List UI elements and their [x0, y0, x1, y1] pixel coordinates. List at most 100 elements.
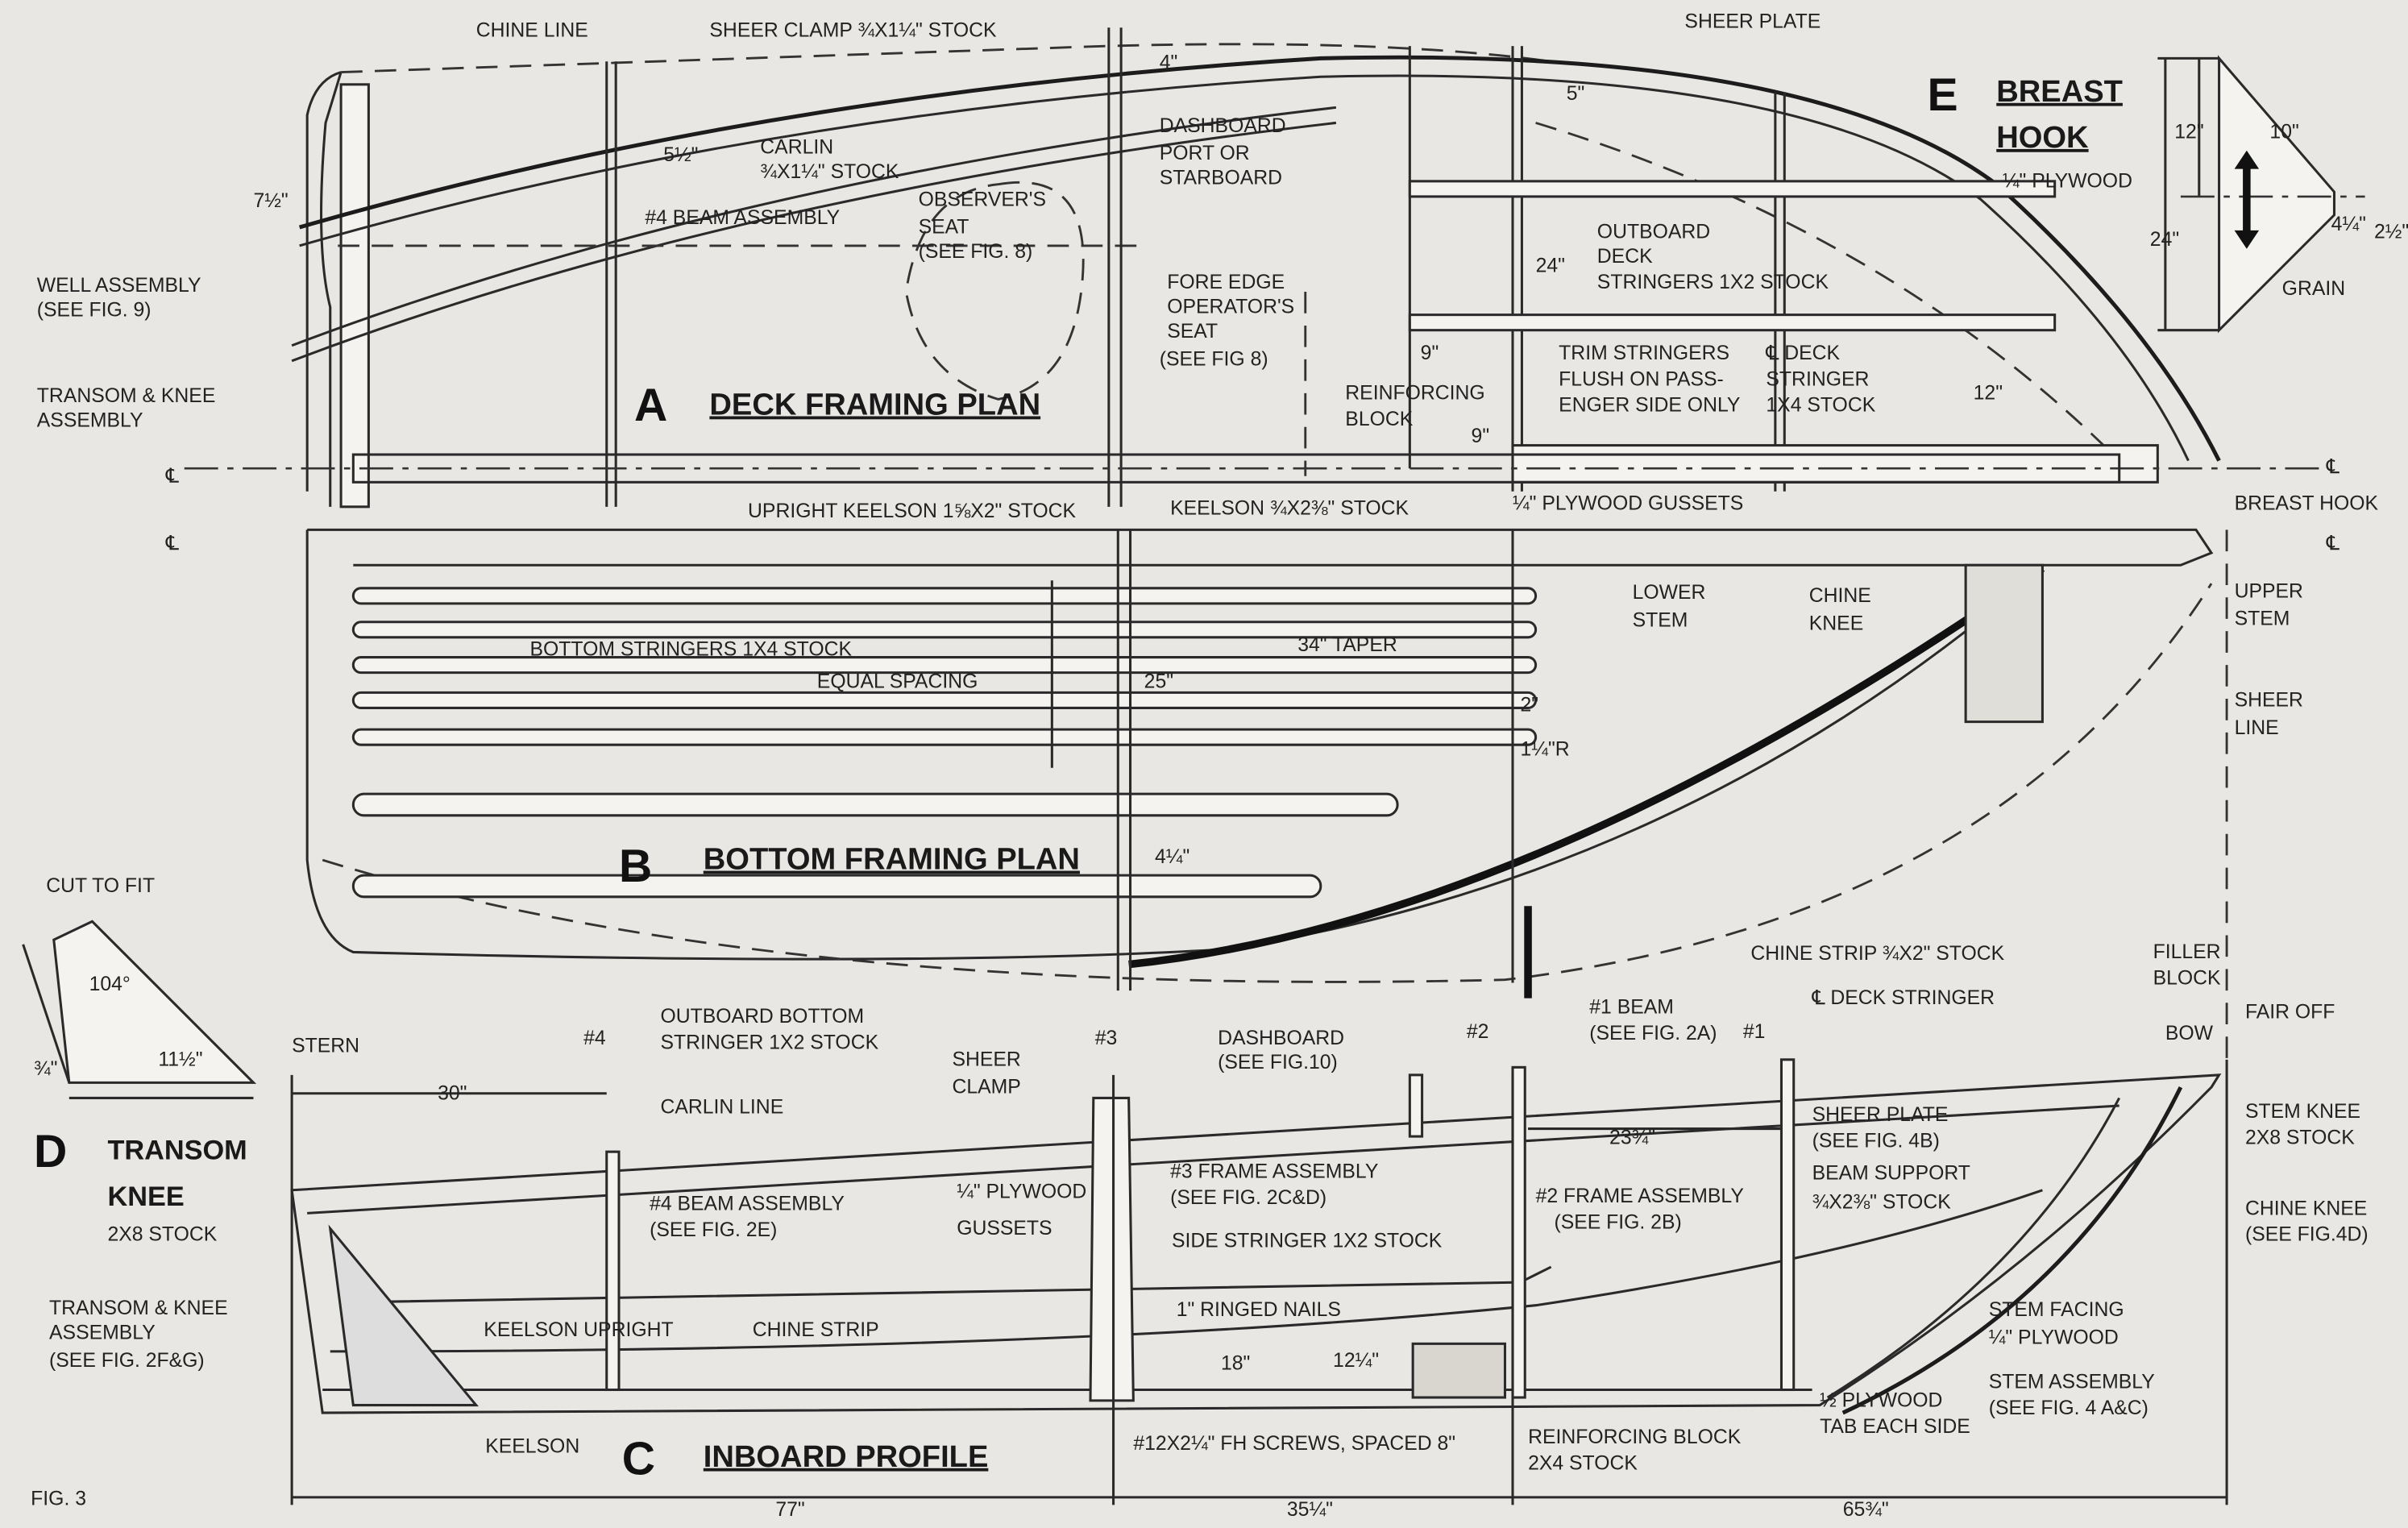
callout-label-c-labels-3: 30" [438, 1082, 467, 1104]
callout-label-c-labels-46: STEM ASSEMBLY [1989, 1372, 2155, 1393]
callout-label-e-labels-6: GRAIN [2282, 278, 2345, 300]
callout-label-a-labels-2: SHEER PLATE [1684, 10, 1821, 32]
bottom-stringers [351, 587, 1538, 899]
callout-label-a-labels-29: TRIM STRINGERS [1559, 343, 1729, 364]
callout-label-b-labels-7: LOWER [1633, 582, 1706, 604]
figure-title-a-title: DECK FRAMING PLAN [709, 388, 1040, 421]
figure-title-d-title_1: TRANSOM [107, 1136, 247, 1166]
callout-label-b-labels-15: CHINE STRIP ¾X2" STOCK [1750, 943, 2004, 965]
callout-label-c-labels-4: #4 [583, 1028, 606, 1049]
callout-label-figure-dims_overall-1: 35¼" [1287, 1499, 1333, 1521]
callout-label-d-labels-4: 11½" [158, 1048, 202, 1070]
callout-label-a-labels-35: 12" [1974, 382, 2003, 404]
callout-label-c-labels-15: ℄ DECK STRINGER [1812, 987, 1995, 1009]
figure-letter-e-letter: E [1928, 69, 1958, 121]
figure-title-d-title_2: KNEE [107, 1181, 184, 1212]
callout-label-c-labels-2: STERN [292, 1035, 359, 1057]
callout-label-e-labels-4: 4¼" [2331, 214, 2366, 235]
callout-label-a-labels-22: SEAT [1167, 321, 1218, 343]
callout-label-a-labels-37: BLOCK [1345, 409, 1413, 430]
callout-label-a-labels-45: ℄ [165, 533, 179, 554]
callout-label-c-labels-38: (SEE FIG. 2F&G) [49, 1350, 205, 1372]
callout-label-c-labels-25: CHINE KNEE [2245, 1198, 2367, 1219]
callout-label-c-labels-16: BOW [2165, 1023, 2214, 1044]
callout-label-c-labels-26: (SEE FIG.4D) [2245, 1224, 2369, 1246]
callout-label-c-labels-17: FAIR OFF [2245, 1001, 2335, 1023]
transom-knee-detail [22, 920, 257, 1099]
callout-label-a-labels-19: STARBOARD [1160, 168, 1282, 189]
figure-title-b-title: BOTTOM FRAMING PLAN [704, 843, 1080, 877]
figure-letter-a-letter: A [634, 380, 667, 431]
callout-label-b-labels-5: 1¼"R [1521, 739, 1570, 761]
callout-label-c-labels-11: DASHBOARD [1218, 1028, 1344, 1049]
callout-label-c-labels-47: (SEE FIG. 4 A&C) [1989, 1397, 2149, 1419]
callout-label-a-labels-43: ℄ [2326, 456, 2339, 478]
callout-label-a-labels-44: ℄ [165, 465, 179, 487]
callout-label-a-labels-6: 7½" [253, 190, 288, 212]
callout-label-a-labels-11: WELL ASSEMBLY [37, 275, 201, 297]
callout-label-c-labels-37: ASSEMBLY [49, 1322, 156, 1344]
callout-label-a-labels-38: 9" [1472, 426, 1490, 447]
callout-label-c-labels-14: (SEE FIG. 2A) [1589, 1023, 1717, 1044]
callout-label-c-labels-32: (SEE FIG. 2C&D) [1170, 1187, 1326, 1209]
callout-label-a-labels-15: 4" [1160, 52, 1178, 74]
figure-title-e-title_1: BREAST [1996, 75, 2123, 109]
callout-label-a-labels-46: ℄ [2326, 533, 2339, 554]
callout-label-a-labels-20: FORE EDGE [1167, 272, 1285, 293]
callout-label-a-labels-3: CARLIN [760, 137, 833, 159]
callout-label-e-labels-0: ¼" PLYWOOD [2003, 170, 2132, 192]
callout-label-a-labels-12: (SEE FIG. 9) [37, 300, 152, 322]
callout-label-b-labels-12: STEM [2235, 608, 2290, 630]
callout-label-a-labels-31: ENGER SIDE ONLY [1559, 395, 1740, 417]
callout-label-c-labels-24: 2X8 STOCK [2245, 1127, 2355, 1149]
callout-label-c-labels-30: GUSSETS [957, 1218, 1052, 1239]
callout-label-a-labels-18: PORT OR [1160, 143, 1250, 164]
callout-label-c-labels-44: STEM FACING [1989, 1299, 2124, 1321]
figure-title-e-title_2: HOOK [1996, 121, 2089, 155]
callout-label-a-labels-26: STRINGERS 1X2 STOCK [1597, 272, 1829, 293]
figure-title-c-title: INBOARD PROFILE [704, 1440, 989, 1474]
callout-label-a-labels-4: ¾X1¼" STOCK [760, 161, 899, 183]
callout-label-c-labels-36: TRANSOM & KNEE [49, 1298, 228, 1319]
callout-label-a-labels-41: ¼" PLYWOOD GUSSETS [1513, 493, 1743, 515]
callout-label-a-labels-23: (SEE FIG 8) [1160, 349, 1268, 371]
callout-label-a-labels-21: OPERATOR'S [1167, 297, 1294, 318]
callout-label-a-labels-24: OUTBOARD [1597, 221, 1710, 243]
callout-label-figure-fig_label: FIG. 3 [31, 1488, 86, 1509]
callout-label-c-labels-5: #3 [1095, 1028, 1118, 1049]
callout-label-c-labels-51: #12X2¼" FH SCREWS, SPACED 8" [1133, 1433, 1455, 1455]
callout-label-b-labels-8: STEM [1633, 609, 1688, 631]
callout-label-c-labels-19: SHEER PLATE [1812, 1104, 1949, 1126]
callout-label-c-labels-1: STRINGER 1X2 STOCK [660, 1032, 878, 1053]
bottom-framing-plan [305, 528, 2228, 1060]
callout-label-a-labels-30: FLUSH ON PASS- [1559, 368, 1724, 390]
callout-label-c-labels-41: 1" RINGED NAILS [1177, 1299, 1341, 1321]
callout-label-c-labels-39: KEELSON UPRIGHT [484, 1319, 673, 1341]
callout-label-c-labels-12: (SEE FIG.10) [1218, 1052, 1338, 1073]
callout-label-d-labels-2: 104° [89, 974, 131, 995]
callout-label-c-labels-48: ½ PLYWOOD [1820, 1389, 1942, 1411]
callout-label-b-labels-10: KNEE [1809, 612, 1863, 634]
figure-letter-d-letter: D [34, 1126, 67, 1177]
callout-label-a-labels-14: ASSEMBLY [37, 410, 143, 432]
callout-label-c-labels-27: #4 BEAM ASSEMBLY [650, 1194, 845, 1215]
callout-label-a-labels-34: 1X4 STOCK [1766, 395, 1875, 417]
callout-label-figure-dims_overall-0: 77" [775, 1499, 804, 1521]
breast-hook-detail [2157, 55, 2365, 334]
callout-label-c-labels-49: TAB EACH SIDE [1820, 1416, 1970, 1438]
callout-label-b-labels-16: FILLER [2153, 941, 2221, 963]
callout-label-e-labels-2: 10" [2269, 121, 2298, 143]
callout-label-c-labels-6: #2 [1467, 1021, 1489, 1043]
callout-label-c-labels-18: 23¾" [1609, 1127, 1655, 1149]
inboard-profile [290, 1058, 2228, 1505]
callout-label-c-labels-8: SHEER [952, 1048, 1020, 1070]
callout-label-b-labels-14: LINE [2235, 717, 2279, 739]
callout-label-a-labels-28: 9" [1421, 343, 1439, 364]
callout-label-c-labels-31: #3 FRAME ASSEMBLY [1170, 1161, 1378, 1183]
callout-label-a-labels-25: DECK [1597, 246, 1653, 268]
callout-label-a-labels-1: SHEER CLAMP ¾X1¼" STOCK [709, 20, 997, 42]
callout-label-c-labels-43: 18" [1221, 1353, 1250, 1375]
callout-label-e-labels-5: 2½" [2374, 221, 2408, 243]
